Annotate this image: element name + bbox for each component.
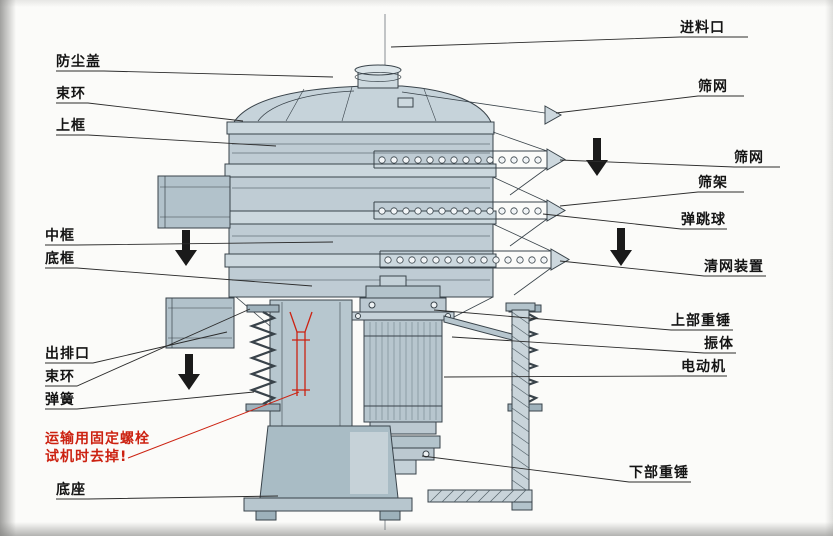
mesh-cone-2 [546,199,566,222]
leader-clamp-upper [56,102,244,122]
spring-seat-bottom-left [245,403,281,412]
upper-weight-block [359,285,447,313]
bouncing-balls-row-3 [384,256,548,264]
base-flange [243,497,413,512]
machine-body [224,64,497,433]
leader-motor [443,375,727,378]
label-vibrating-body: 振体 [704,336,734,352]
leader-upper-weight [433,309,733,331]
leader-bouncing-ball [542,213,727,230]
leader-vibrating-body [451,336,736,354]
flow-arrows [175,138,632,390]
label-dust-cover: 防尘盖 [56,54,101,70]
base-foot-right [379,510,401,521]
label-upper-weight: 上部重锤 [671,313,731,329]
spring-seat-top-left [246,304,280,313]
leader-base [56,495,279,500]
leader-mesh-cleaner [559,260,766,277]
down-arrow-right-2 [610,228,632,266]
transport-fixing-bolt [289,311,313,396]
center-column [269,299,353,433]
mesh-band-3 [379,248,570,271]
spring-left [248,311,278,405]
middle-frame-wall-upper [228,176,494,212]
label-motor: 电动机 [681,359,726,375]
ring-flange-1 [224,163,497,178]
leader-bottom-frame [45,267,313,287]
label-bottom-frame: 底框 [45,251,75,267]
leader-sieve-lower [559,159,780,168]
down-arrow-left-1 [175,230,197,266]
vibrator-assembly [351,275,455,475]
discharge-spouts [157,175,235,349]
stand-brace [443,315,513,341]
stand-column [511,309,530,501]
clamp-band-lower [224,253,497,268]
clamp-band-upper [226,121,495,135]
label-transport-bolt-warning-1: 运输用固定螺栓 [45,431,150,447]
bottom-frame-wall [228,266,494,298]
leader-sieve-frame [559,191,744,207]
mesh-band-1 [373,148,566,171]
label-sieve-mesh-upper: 筛网 [698,79,728,95]
leader-lower-weight [421,455,691,483]
label-base: 底座 [56,482,86,498]
leader-dust-cover [56,70,334,78]
machine-base [243,425,413,521]
leader-middle-frame [45,241,334,246]
label-feed-inlet: 进料口 [680,20,725,36]
leader-clamp-lower [45,308,251,387]
label-transport-bolt-warning-2: 试机时去掉! [45,449,128,465]
label-spring: 弹簧 [45,392,75,408]
label-mesh-cleaning-device: 清网装置 [704,259,764,275]
middle-frame-wall-lower [228,223,494,255]
mesh-cone-3 [550,248,570,271]
label-clamp-ring-upper: 束环 [56,86,86,102]
feed-inlet-port [354,64,402,89]
mesh-cone-1 [546,148,566,171]
leader-feed-inlet [390,36,748,48]
base-foot-left [255,510,277,521]
down-arrow-right-1 [586,138,608,176]
motor-body [363,319,443,423]
mesh-edge-cone [544,105,563,125]
upper-frame-wall [228,133,494,165]
label-clamp-ring-lower: 束环 [45,369,75,385]
leader-upper-frame [56,134,277,147]
down-arrow-left-2 [178,354,200,390]
warning-leader-line [127,391,300,459]
support-stand [427,302,536,511]
bouncing-balls-row-1 [378,156,542,164]
discharge-spout-lower [165,297,235,349]
leader-sieve-upper [555,95,744,114]
vibrator-top-stub [379,275,407,287]
stand-base-plate [427,489,533,503]
label-sieve-mesh-lower: 筛网 [734,150,764,166]
base-highlight [350,432,388,494]
bouncing-balls-row-2 [378,207,542,215]
label-sieve-frame: 筛架 [698,175,728,191]
sieve-cutaway [373,91,570,296]
label-middle-frame: 中框 [45,228,75,244]
leader-spring [45,391,255,410]
stand-base-hatch [429,489,527,503]
vibrator-plate [351,311,455,321]
stand-foot [511,501,533,511]
label-upper-frame: 上框 [56,118,86,134]
dome-dust-cover [233,85,492,123]
discharge-spout-upper [157,175,231,229]
label-discharge-outlet: 出排口 [45,346,90,362]
label-lower-weight: 下部重锤 [629,465,689,481]
leader-lines [45,36,780,500]
leader-discharge [45,331,228,364]
label-bouncing-ball: 弹跳球 [681,212,726,228]
